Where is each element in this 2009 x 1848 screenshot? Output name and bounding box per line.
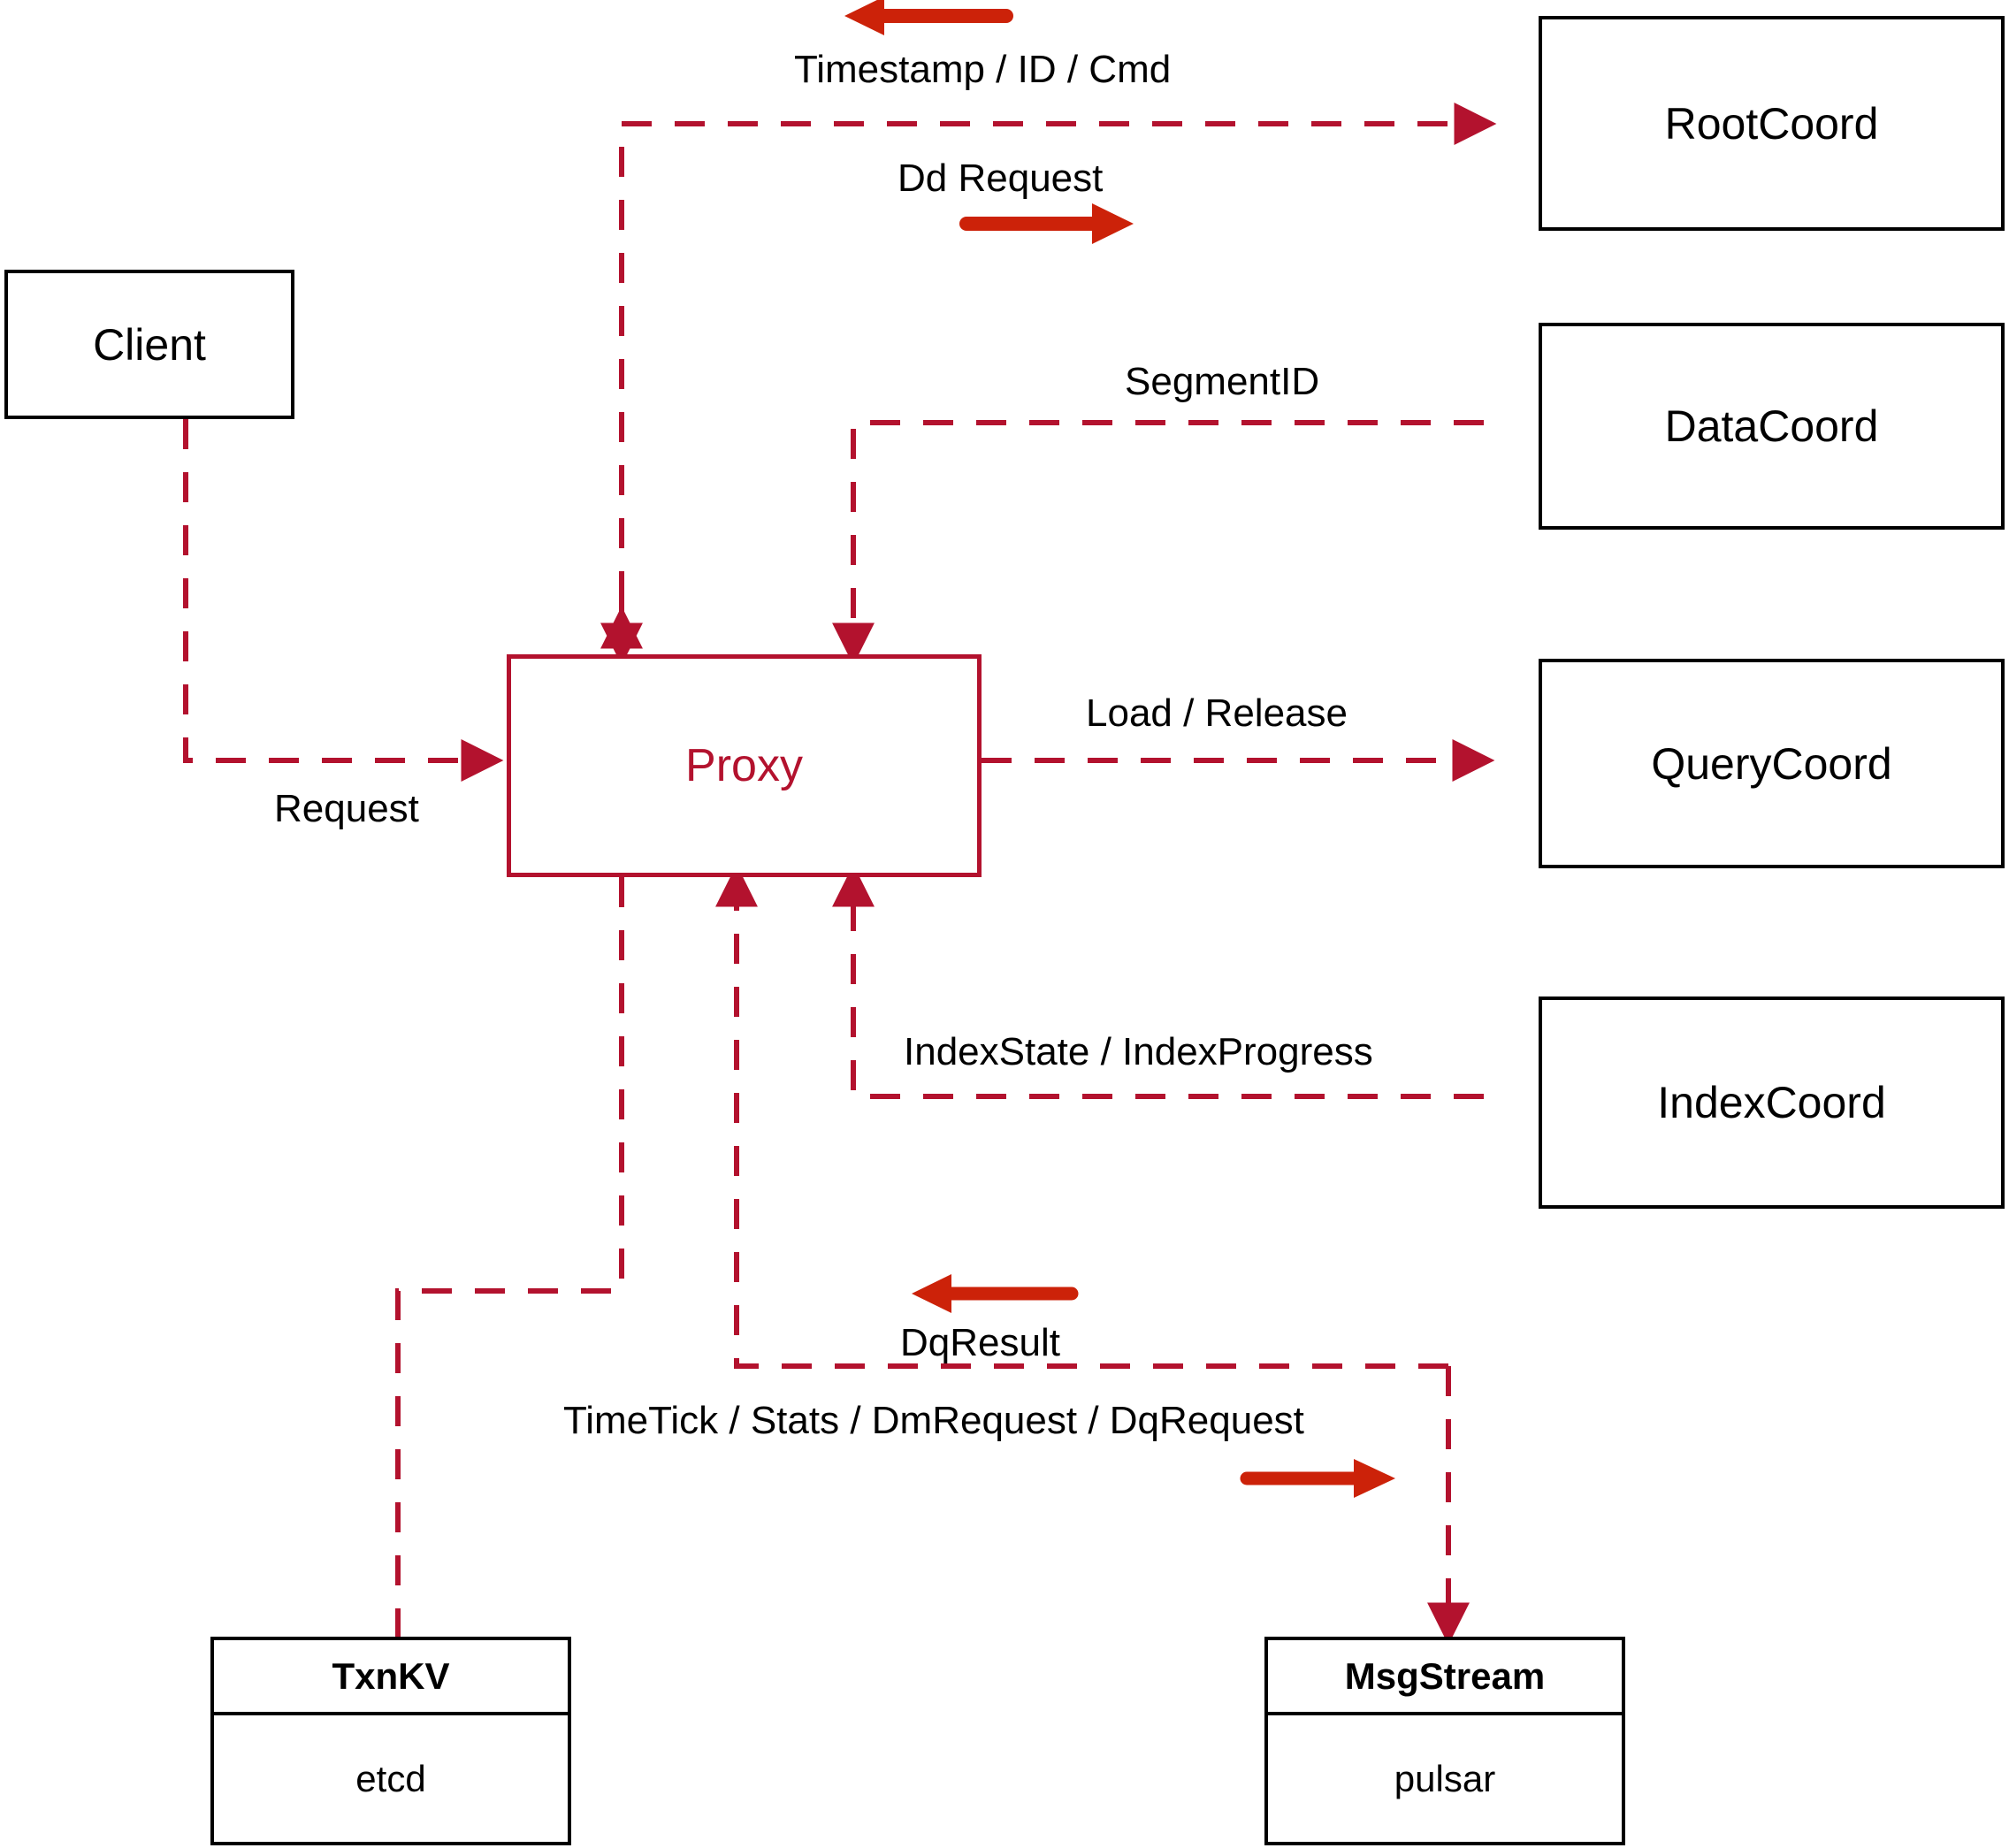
node-msgstream-header: MsgStream <box>1268 1640 1622 1715</box>
node-rootcoord-label: RootCoord <box>1664 98 1879 149</box>
node-datacoord-label: DataCoord <box>1664 401 1879 451</box>
node-datacoord[interactable]: DataCoord <box>1539 323 2005 530</box>
node-client-label: Client <box>93 319 206 370</box>
edge-label-load-release: Load / Release <box>1086 691 1348 735</box>
edge-client-to-proxy <box>183 419 504 782</box>
node-proxy[interactable]: Proxy <box>507 654 982 877</box>
edge-label-segment-id: SegmentID <box>1125 360 1320 403</box>
edge-label-request: Request <box>274 787 419 830</box>
node-txnkv-body: etcd <box>355 1757 426 1799</box>
node-txnkv-header: TxnKV <box>214 1640 568 1715</box>
edge-label-dq-result: DqResult <box>900 1321 1060 1364</box>
direction-arrow-dq-request <box>1240 1459 1395 1498</box>
direction-arrow-dd-request <box>959 203 1134 244</box>
edge-label-dd-request: Dd Request <box>898 157 1104 200</box>
node-querycoord-label: QueryCoord <box>1651 738 1892 789</box>
direction-arrow-dq-result <box>912 1274 1079 1313</box>
edge-datacoord-to-proxy <box>832 420 1484 666</box>
edge-proxy-to-txnkv <box>395 877 624 1637</box>
edge-label-timetick-stats-dm-dq: TimeTick / Stats / DmRequest / DqRequest <box>563 1399 1304 1442</box>
edge-proxy-to-rootcoord <box>600 103 1497 654</box>
node-indexcoord-label: IndexCoord <box>1657 1078 1886 1127</box>
node-msgstream[interactable]: MsgStream pulsar <box>1264 1637 1625 1845</box>
node-proxy-label: Proxy <box>685 740 803 791</box>
direction-arrow-timestamp-id-cmd <box>844 0 1013 35</box>
node-msgstream-body: pulsar <box>1394 1757 1496 1799</box>
edge-msgstream-to-proxy <box>715 864 1448 1369</box>
node-client[interactable]: Client <box>4 270 294 419</box>
edge-label-timestamp-id-cmd: Timestamp / ID / Cmd <box>794 48 1172 91</box>
node-txnkv[interactable]: TxnKV etcd <box>210 1637 571 1845</box>
node-querycoord[interactable]: QueryCoord <box>1539 659 2005 868</box>
node-rootcoord[interactable]: RootCoord <box>1539 16 2005 231</box>
edge-label-index-state-progress: IndexState / IndexProgress <box>904 1030 1373 1073</box>
node-indexcoord[interactable]: IndexCoord <box>1539 997 2005 1209</box>
